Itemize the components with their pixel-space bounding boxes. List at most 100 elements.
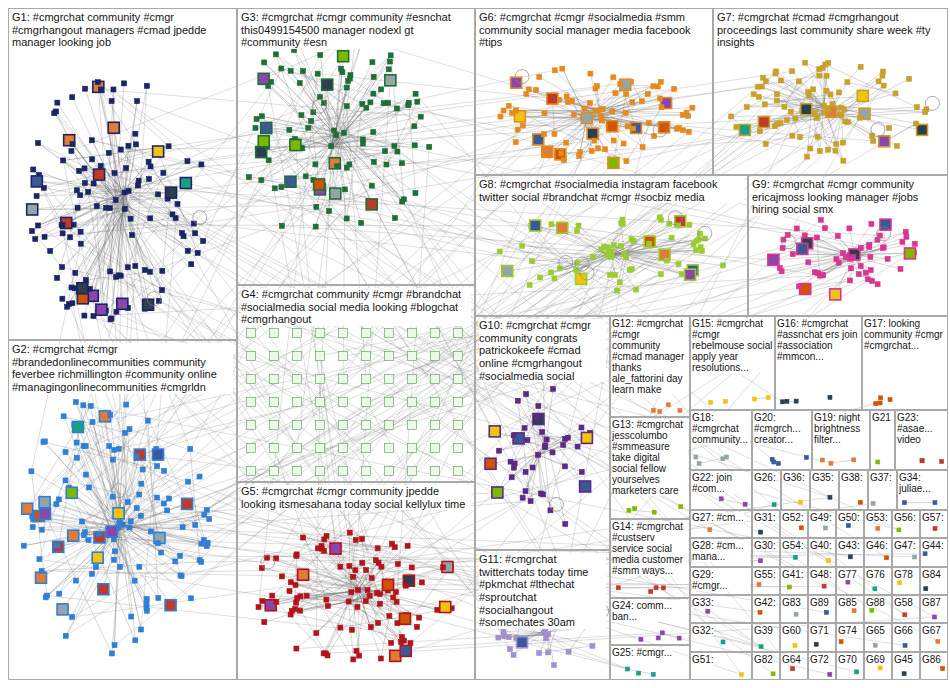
network-vertex: [143, 299, 154, 310]
network-edge: [268, 86, 905, 615]
network-edge: [123, 525, 200, 560]
network-edge: [344, 133, 372, 205]
network-vertex: [335, 164, 340, 169]
network-vertex: [338, 51, 349, 62]
network-vertex: [881, 83, 886, 88]
network-vertex: [386, 67, 391, 72]
network-vertex: [35, 572, 46, 583]
network-edge: [754, 94, 842, 115]
network-vertex: [751, 92, 756, 97]
network-vertex: [413, 191, 418, 196]
network-vertex: [347, 530, 352, 535]
network-vertex: [346, 599, 351, 604]
network-vertex: [189, 262, 194, 267]
network-edge: [92, 140, 615, 275]
network-edge: [63, 146, 168, 160]
network-edge: [45, 502, 123, 524]
network-vertex: [363, 599, 368, 604]
network-vertex: [826, 147, 831, 152]
network-edge: [331, 62, 372, 146]
network-vertex: [774, 98, 779, 103]
network-vertex: [552, 68, 557, 73]
network-vertex: [133, 263, 138, 268]
network-vertex: [63, 478, 68, 483]
network-vertex: [22, 503, 33, 514]
network-vertex: [837, 90, 842, 95]
network-vertex: [401, 638, 406, 643]
network-vertex: [561, 158, 566, 163]
network-vertex: [797, 135, 802, 140]
network-vertex: [82, 166, 87, 171]
network-vertex: [113, 198, 118, 203]
network-vertex: [118, 147, 123, 152]
network-edge: [547, 111, 598, 152]
network-vertex: [161, 170, 166, 175]
network-edge: [100, 271, 782, 537]
network-vertex: [395, 561, 400, 566]
network-edge: [808, 232, 905, 263]
network-vertex: [513, 140, 518, 145]
network-edge: [823, 254, 854, 275]
network-edge: [331, 69, 389, 146]
network-vertex: [761, 75, 766, 80]
network-edge: [324, 539, 358, 590]
network-vertex: [60, 231, 65, 236]
network-vertex: [288, 580, 293, 585]
network-vertex: [608, 157, 619, 168]
network-edge: [624, 217, 659, 254]
network-vertex: [86, 189, 91, 194]
network-vertex: [110, 494, 115, 499]
network-edge: [31, 471, 47, 595]
network-vertex: [419, 580, 424, 585]
network-vertex: [392, 545, 397, 550]
network-vertex: [778, 121, 783, 126]
network-vertex: [624, 159, 629, 164]
network-edge: [125, 179, 149, 209]
network-edge: [831, 112, 884, 142]
network-vertex: [108, 412, 113, 417]
network-vertex: [117, 564, 122, 569]
network-edge: [320, 55, 331, 146]
network-vertex: [202, 512, 207, 517]
network-vertex: [61, 158, 66, 163]
network-edge: [324, 602, 349, 654]
network-vertex: [147, 269, 152, 274]
network-edge: [123, 449, 191, 525]
network-vertex: [578, 150, 583, 155]
network-vertex: [581, 113, 592, 124]
network-edge: [303, 71, 772, 459]
network-vertex: [153, 449, 164, 460]
network-vertex: [344, 85, 349, 90]
network-vertex: [86, 538, 91, 543]
network-vertex: [379, 87, 384, 92]
network-vertex: [57, 604, 68, 615]
network-vertex: [116, 446, 121, 451]
network-edge: [162, 193, 171, 271]
network-vertex: [61, 217, 72, 228]
network-edge: [69, 488, 135, 641]
network-vertex: [298, 569, 309, 580]
network-vertex: [744, 105, 749, 110]
network-edge: [125, 192, 145, 308]
network-vertex: [29, 229, 34, 234]
network-vertex: [405, 543, 410, 548]
network-vertex: [593, 86, 598, 91]
network-edge: [72, 97, 125, 209]
network-vertex: [319, 546, 324, 551]
network-edge: [42, 525, 123, 571]
network-vertex: [148, 529, 153, 534]
network-edge: [125, 209, 191, 264]
network-vertex: [77, 283, 88, 294]
network-vertex: [839, 112, 844, 117]
network-vertex: [61, 414, 66, 419]
network-vertex: [354, 648, 359, 653]
network-vertex: [593, 108, 598, 113]
network-vertex: [329, 158, 340, 169]
network-edge: [71, 151, 124, 209]
network-vertex: [788, 109, 793, 114]
network-edge: [349, 602, 404, 641]
network-edge: [82, 136, 792, 522]
network-vertex: [394, 106, 399, 111]
network-vertex: [876, 79, 881, 84]
